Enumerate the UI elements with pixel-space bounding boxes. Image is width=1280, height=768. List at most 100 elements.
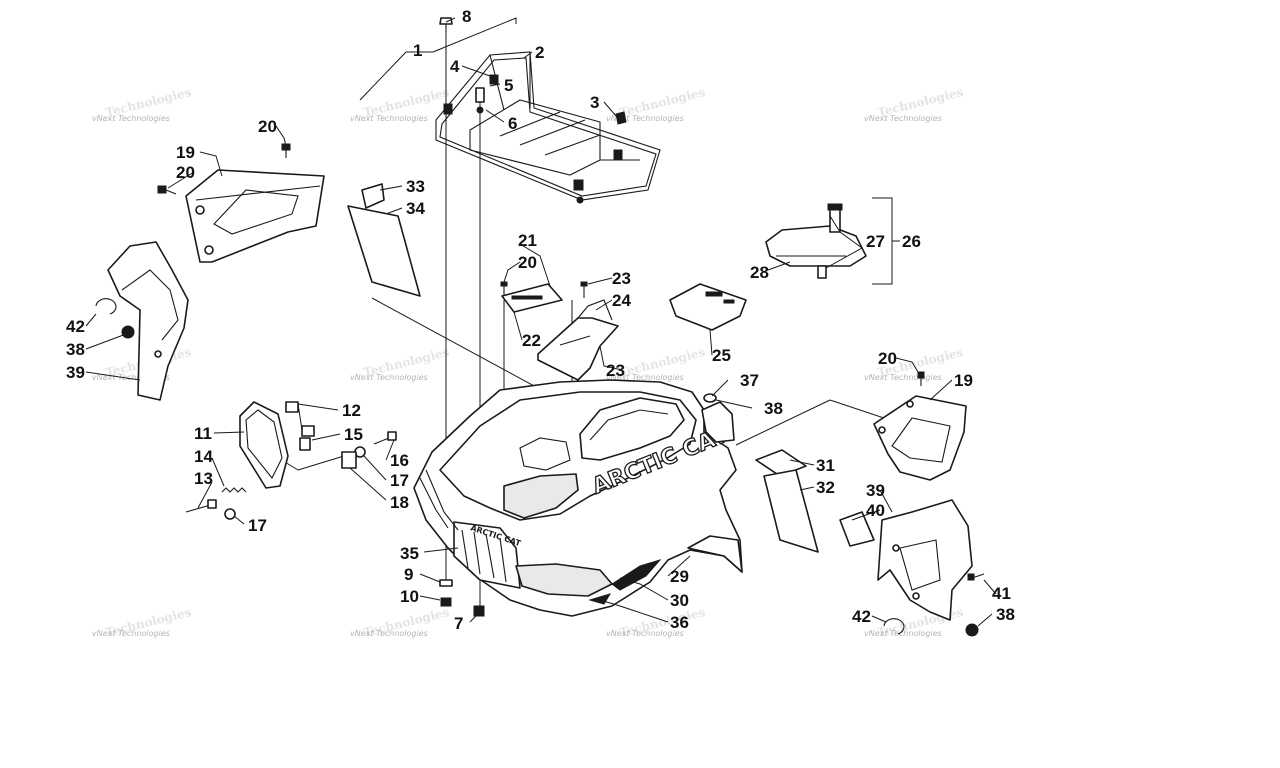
callout-17: 17 <box>248 516 267 535</box>
callout-25: 25 <box>712 346 731 365</box>
svg-text:vNext Technologies: vNext Technologies <box>606 373 684 382</box>
callout-24: 24 <box>612 291 631 310</box>
callout-39: 39 <box>866 481 885 500</box>
callout-1: 1 <box>413 41 422 60</box>
svg-text:vNext Technologies: vNext Technologies <box>92 114 170 123</box>
callout-15: 15 <box>344 425 363 444</box>
side-tab <box>701 401 735 443</box>
svg-text:vNext Technologies: vNext Technologies <box>864 629 942 638</box>
callout-38: 38 <box>764 399 783 418</box>
screw-icon <box>500 281 508 296</box>
callout-33: 33 <box>406 177 425 196</box>
right-fender-panel <box>873 395 967 481</box>
callout-18: 18 <box>390 493 409 512</box>
plug-icon <box>121 325 135 339</box>
svg-text:vNext Technologies: vNext Technologies <box>864 373 942 382</box>
callout-11: 11 <box>194 424 212 443</box>
svg-text:vNext Technologies: vNext Technologies <box>92 373 170 382</box>
plug-icon <box>965 623 979 637</box>
svg-text:vNext Technologies: vNext Technologies <box>606 629 684 638</box>
callout-6: 6 <box>508 114 517 133</box>
rack-clamp <box>573 179 584 191</box>
callout-10: 10 <box>400 587 419 606</box>
callout-20: 20 <box>518 253 537 272</box>
callout-38: 38 <box>66 340 85 359</box>
washer <box>476 106 484 114</box>
svg-text:vNext Technologies: vNext Technologies <box>864 114 942 123</box>
spacer <box>475 87 485 103</box>
callout-8: 8 <box>462 7 471 26</box>
callout-9: 9 <box>404 565 413 584</box>
callout-26: 26 <box>902 232 921 251</box>
svg-text:vNext Technologies: vNext Technologies <box>350 629 428 638</box>
callout-39: 39 <box>66 363 85 382</box>
storage-lid <box>669 283 747 331</box>
callout-38: 38 <box>996 605 1015 624</box>
callout-35: 35 <box>400 544 419 563</box>
callout-17: 17 <box>390 471 409 490</box>
callout-34: 34 <box>406 199 425 218</box>
rack-clamp <box>613 149 623 160</box>
storage-cover-assembly <box>765 203 867 279</box>
callout-37: 37 <box>740 371 759 390</box>
callout-20: 20 <box>176 163 195 182</box>
callout-12: 12 <box>342 401 361 420</box>
svg-text:vNext Technologies: vNext Technologies <box>350 114 428 123</box>
svg-text:vNext Technologies: vNext Technologies <box>92 629 170 638</box>
callout-19: 19 <box>954 371 973 390</box>
clip-icon <box>615 111 627 125</box>
decal-set-33-34 <box>347 183 421 297</box>
svg-text:vNext Technologies: vNext Technologies <box>606 114 684 123</box>
fastener-stack <box>439 579 485 617</box>
screw-icon <box>580 281 588 298</box>
screw-icon <box>157 185 177 195</box>
callout-29: 29 <box>670 567 689 586</box>
right-lower-fender <box>877 499 973 621</box>
callout-36: 36 <box>670 613 689 632</box>
callout-40: 40 <box>866 501 885 520</box>
rack-clamp <box>443 103 453 115</box>
callout-14: 14 <box>194 447 213 466</box>
decal-40 <box>839 511 875 547</box>
callout-7: 7 <box>454 614 463 633</box>
console-cover <box>501 283 563 313</box>
callout-23: 23 <box>612 269 631 288</box>
callout-41: 41 <box>992 584 1011 603</box>
screw-icon <box>917 371 925 386</box>
svg-text:vNext Technologies: vNext Technologies <box>350 373 428 382</box>
callout-16: 16 <box>390 451 409 470</box>
callout-labels: 8 1 2 4 5 3 6 20 19 20 33 34 27 26 28 21… <box>66 7 1015 633</box>
callout-2: 2 <box>535 43 544 62</box>
clamp-ring-icon <box>95 298 117 315</box>
callout-20: 20 <box>878 349 897 368</box>
callout-19: 19 <box>176 143 195 162</box>
callout-5: 5 <box>504 76 513 95</box>
callout-27: 27 <box>866 232 885 251</box>
callout-20: 20 <box>258 117 277 136</box>
callout-13: 13 <box>194 469 213 488</box>
left-fender-panel <box>185 169 325 263</box>
callout-42: 42 <box>66 317 85 336</box>
callout-32: 32 <box>816 478 835 497</box>
decal-set-31-32 <box>755 449 819 553</box>
callout-21: 21 <box>518 231 537 250</box>
callout-22: 22 <box>522 331 541 350</box>
front-rack <box>435 51 661 204</box>
plug-icon <box>703 393 717 403</box>
callout-31: 31 <box>816 456 835 475</box>
callout-30: 30 <box>670 591 689 610</box>
callout-28: 28 <box>750 263 769 282</box>
bolt-icon <box>439 17 453 32</box>
callout-42: 42 <box>852 607 871 626</box>
screw-icon <box>281 143 291 158</box>
callout-23: 23 <box>606 361 625 380</box>
callout-leaders <box>85 17 997 627</box>
callout-4: 4 <box>450 57 460 76</box>
